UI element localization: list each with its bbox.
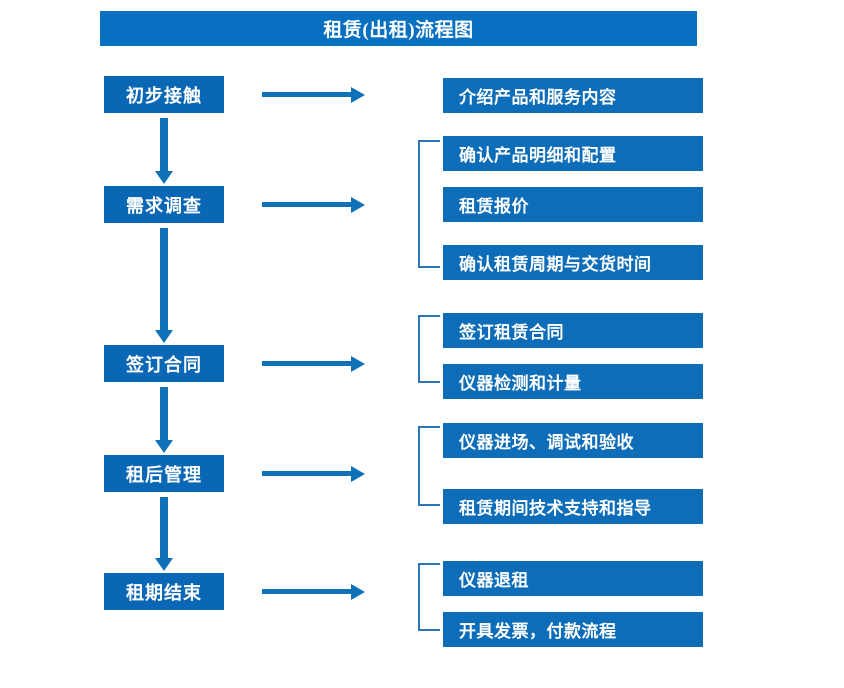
stage-box-sign-contract[interactable]: 签订合同 [104, 345, 224, 382]
stage-box-initial-contact[interactable]: 初步接触 [104, 76, 224, 113]
stage-box-needs-survey[interactable]: 需求调查 [104, 186, 224, 223]
vertical-arrow-icon-4 [160, 497, 168, 559]
horizontal-arrow-icon-1 [262, 92, 352, 97]
horizontal-arrow-icon-5 [262, 589, 352, 594]
detail-box-sign-lease-contract[interactable]: 签订租赁合同 [443, 313, 703, 348]
detail-box-instrument-entry-commissioning[interactable]: 仪器进场、调试和验收 [443, 423, 703, 458]
group-bracket-post-rental-management [418, 426, 440, 506]
group-bracket-needs-survey [418, 140, 440, 268]
detail-box-confirm-product-details[interactable]: 确认产品明细和配置 [443, 136, 703, 171]
horizontal-arrow-icon-4 [262, 471, 352, 476]
page-title: 租赁(出租)流程图 [100, 11, 697, 46]
detail-box-technical-support[interactable]: 租赁期间技术支持和指导 [443, 489, 703, 524]
horizontal-arrow-icon-3 [262, 361, 352, 366]
detail-box-rental-quotation[interactable]: 租赁报价 [443, 187, 703, 222]
detail-box-introduce-products[interactable]: 介绍产品和服务内容 [443, 78, 703, 113]
group-bracket-lease-end [418, 563, 440, 631]
stage-box-lease-end[interactable]: 租期结束 [104, 573, 224, 610]
detail-box-invoice-payment[interactable]: 开具发票，付款流程 [443, 612, 703, 647]
vertical-arrow-icon-1 [160, 118, 168, 172]
detail-box-instrument-return[interactable]: 仪器退租 [443, 561, 703, 596]
group-bracket-sign-contract [418, 315, 440, 383]
detail-box-confirm-lease-period[interactable]: 确认租赁周期与交货时间 [443, 245, 703, 280]
horizontal-arrow-icon-2 [262, 202, 352, 207]
detail-box-instrument-inspection[interactable]: 仪器检测和计量 [443, 364, 703, 399]
vertical-arrow-icon-2 [160, 228, 168, 331]
stage-box-post-rental-management[interactable]: 租后管理 [104, 455, 224, 492]
vertical-arrow-icon-3 [160, 387, 168, 441]
